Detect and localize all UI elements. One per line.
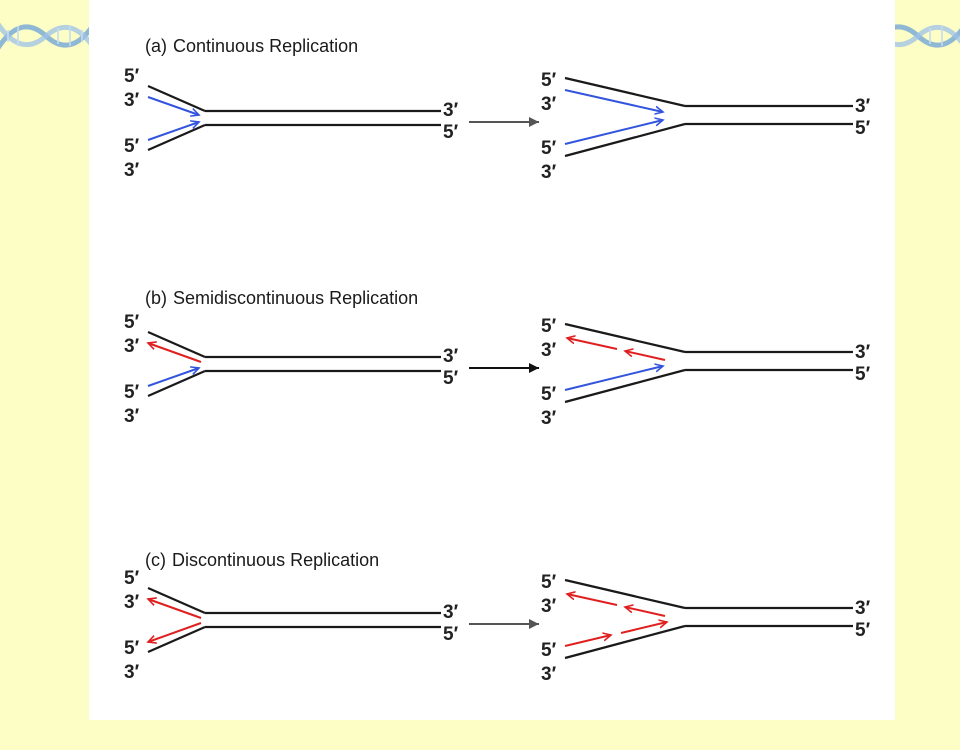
section-title: (b) Semidiscontinuous Replication [145, 288, 418, 309]
parent-strand [564, 624, 686, 660]
parent-strand [147, 369, 206, 398]
prime-label: 5′ [541, 572, 557, 593]
prime-label: 3′ [541, 408, 557, 429]
prime-label: 5′ [541, 384, 557, 405]
section-title-text: Semidiscontinuous Replication [173, 288, 419, 308]
new-strand [564, 89, 663, 112]
prime-label: 5′ [541, 316, 557, 337]
parent-strand [564, 578, 686, 610]
prime-label: 3′ [124, 336, 140, 357]
prime-label: 3′ [124, 592, 140, 613]
prime-label: 3′ [443, 602, 459, 623]
section-tag: (b) [145, 288, 167, 308]
prime-label: 3′ [855, 96, 871, 117]
new-strand [567, 338, 618, 350]
prime-label: 5′ [855, 364, 871, 385]
section-continuous: (a) Continuous Replication [89, 36, 895, 236]
prime-label: 5′ [541, 640, 557, 661]
parent-strand [564, 122, 686, 158]
diagram-panel: (a) Continuous Replication (b) Semidiscont… [89, 0, 895, 720]
section-title-text: Continuous Replication [173, 36, 359, 56]
prime-label: 5′ [443, 624, 459, 645]
new-strand [620, 622, 667, 634]
section-semidiscontinuous: (b) Semidiscontinuous Replication [89, 288, 895, 488]
new-strand [148, 622, 202, 642]
prime-label: 3′ [124, 90, 140, 111]
prime-label: 5′ [124, 568, 140, 589]
prime-label: 3′ [541, 94, 557, 115]
prime-label: 5′ [855, 620, 871, 641]
prime-label: 5′ [443, 122, 459, 143]
new-strand [564, 120, 663, 145]
section-tag: (a) [145, 36, 167, 56]
prime-label: 3′ [541, 664, 557, 685]
section-title: (a) Continuous Replication [145, 36, 358, 57]
prime-label: 3′ [541, 162, 557, 183]
section-discontinuous: (c) Discontinuous Replication [89, 550, 895, 750]
prime-label: 5′ [443, 368, 459, 389]
prime-label: 5′ [124, 136, 140, 157]
parent-strand [147, 330, 206, 359]
replication-diagram: 5′3′5′3′3′5′5′3′5′3′3′5′5′3′5′3′3′5′5′3′… [124, 66, 871, 685]
new-strand [567, 594, 618, 606]
prime-label: 3′ [124, 160, 140, 181]
prime-label: 3′ [541, 340, 557, 361]
prime-label: 3′ [124, 662, 140, 683]
prime-label: 5′ [124, 382, 140, 403]
new-strand [564, 635, 611, 647]
new-strand [625, 607, 666, 617]
parent-strand [564, 368, 686, 404]
parent-strand [564, 76, 686, 108]
prime-label: 3′ [541, 596, 557, 617]
parent-strand [147, 84, 206, 113]
prime-label: 5′ [541, 70, 557, 91]
parent-strand [564, 322, 686, 354]
dna-helix-icon [0, 22, 96, 50]
section-tag: (c) [145, 550, 166, 570]
new-strand [625, 351, 666, 361]
new-strand [147, 122, 199, 141]
parent-strand [147, 625, 206, 654]
prime-label: 3′ [124, 406, 140, 427]
prime-label: 3′ [855, 598, 871, 619]
prime-label: 3′ [855, 342, 871, 363]
parent-strand [147, 586, 206, 615]
section-title: (c) Discontinuous Replication [145, 550, 379, 571]
new-strand [148, 599, 202, 619]
prime-label: 3′ [443, 346, 459, 367]
prime-label: 5′ [124, 312, 140, 333]
section-title-text: Discontinuous Replication [172, 550, 380, 570]
new-strand [564, 366, 663, 391]
prime-label: 5′ [124, 638, 140, 659]
prime-label: 5′ [124, 66, 140, 87]
parent-strand [147, 123, 206, 152]
prime-label: 3′ [443, 100, 459, 121]
new-strand [147, 96, 199, 115]
new-strand [147, 368, 199, 387]
prime-label: 5′ [855, 118, 871, 139]
new-strand [148, 343, 202, 363]
prime-label: 5′ [541, 138, 557, 159]
